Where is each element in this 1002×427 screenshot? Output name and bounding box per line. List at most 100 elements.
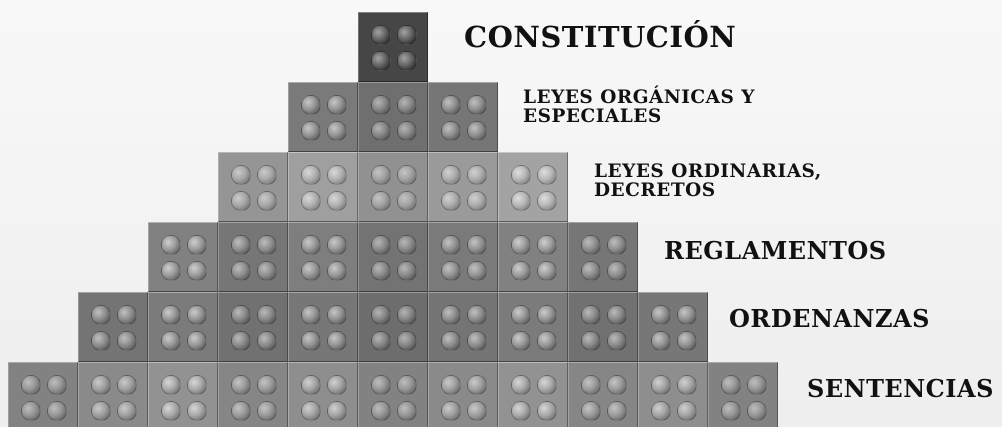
brick-stud xyxy=(187,235,207,255)
brick-stud xyxy=(117,375,137,395)
brick-stud xyxy=(397,25,417,45)
lego-brick xyxy=(78,292,148,362)
brick-stud xyxy=(371,261,391,281)
label-sentencias-line-1: SENTENCIAS xyxy=(807,374,994,403)
brick-stud xyxy=(651,331,671,351)
lego-brick xyxy=(638,292,708,362)
brick-stud xyxy=(161,305,181,325)
brick-stud xyxy=(441,331,461,351)
lego-brick xyxy=(498,362,568,427)
label-leyes-organicas-line-2: ESPECIALES xyxy=(523,106,662,128)
brick-stud xyxy=(257,305,277,325)
brick-stud xyxy=(397,261,417,281)
lego-brick xyxy=(568,292,638,362)
brick-stud xyxy=(91,305,111,325)
brick-stud xyxy=(607,331,627,351)
brick-stud xyxy=(677,375,697,395)
brick-stud xyxy=(117,331,137,351)
brick-stud xyxy=(371,51,391,71)
brick-stud xyxy=(371,375,391,395)
brick-stud xyxy=(161,331,181,351)
lego-brick xyxy=(568,222,638,292)
brick-stud xyxy=(467,95,487,115)
label-leyes-ordinarias: LEYES ORDINARIAS, DECRETOS xyxy=(594,162,822,201)
label-leyes-ordinarias-line-2: DECRETOS xyxy=(594,180,716,202)
brick-stud xyxy=(607,261,627,281)
brick-stud xyxy=(371,95,391,115)
lego-brick xyxy=(218,222,288,292)
brick-stud xyxy=(301,305,321,325)
lego-brick xyxy=(708,362,778,427)
brick-stud xyxy=(441,375,461,395)
brick-stud xyxy=(607,305,627,325)
brick-stud xyxy=(721,375,741,395)
brick-stud xyxy=(21,401,41,421)
brick-stud xyxy=(371,235,391,255)
brick-stud xyxy=(301,235,321,255)
lego-brick xyxy=(498,152,568,222)
brick-stud xyxy=(231,305,251,325)
lego-brick xyxy=(218,292,288,362)
brick-stud xyxy=(257,165,277,185)
pyramid-tier xyxy=(8,362,778,427)
label-leyes-organicas: LEYES ORGÁNICAS Y ESPECIALES xyxy=(523,88,755,127)
brick-stud xyxy=(441,401,461,421)
brick-stud xyxy=(511,375,531,395)
brick-stud xyxy=(581,375,601,395)
brick-stud xyxy=(607,375,627,395)
label-leyes-ordinarias-line-1: LEYES ORDINARIAS, xyxy=(594,161,822,182)
brick-stud xyxy=(651,401,671,421)
brick-stud xyxy=(537,261,557,281)
brick-stud xyxy=(537,375,557,395)
brick-stud xyxy=(327,375,347,395)
brick-stud xyxy=(91,401,111,421)
label-reglamentos: REGLAMENTOS xyxy=(664,238,887,263)
brick-stud xyxy=(511,331,531,351)
brick-stud xyxy=(327,401,347,421)
brick-stud xyxy=(677,305,697,325)
brick-stud xyxy=(327,95,347,115)
brick-stud xyxy=(301,121,321,141)
brick-stud xyxy=(161,375,181,395)
brick-stud xyxy=(161,235,181,255)
label-reglamentos-line-1: REGLAMENTOS xyxy=(664,236,887,265)
brick-stud xyxy=(721,401,741,421)
brick-stud xyxy=(117,401,137,421)
brick-stud xyxy=(257,261,277,281)
brick-stud xyxy=(231,261,251,281)
brick-stud xyxy=(581,261,601,281)
brick-stud xyxy=(187,375,207,395)
lego-brick xyxy=(148,222,218,292)
brick-stud xyxy=(327,191,347,211)
brick-stud xyxy=(581,401,601,421)
brick-stud xyxy=(537,331,557,351)
brick-stud xyxy=(677,401,697,421)
brick-stud xyxy=(301,261,321,281)
brick-stud xyxy=(467,305,487,325)
brick-stud xyxy=(581,331,601,351)
brick-stud xyxy=(187,305,207,325)
brick-stud xyxy=(21,375,41,395)
lego-brick xyxy=(218,152,288,222)
brick-stud xyxy=(301,375,321,395)
brick-stud xyxy=(467,191,487,211)
brick-stud xyxy=(441,95,461,115)
label-sentencias: SENTENCIAS xyxy=(807,376,994,401)
lego-brick xyxy=(358,222,428,292)
brick-stud xyxy=(371,25,391,45)
pyramid-tier xyxy=(148,222,638,292)
brick-stud xyxy=(467,401,487,421)
brick-stud xyxy=(441,121,461,141)
pyramid-tier xyxy=(358,12,428,82)
brick-stud xyxy=(231,235,251,255)
brick-stud xyxy=(511,191,531,211)
brick-stud xyxy=(371,401,391,421)
brick-stud xyxy=(231,375,251,395)
brick-stud xyxy=(371,191,391,211)
lego-brick xyxy=(358,82,428,152)
lego-brick xyxy=(288,222,358,292)
lego-brick xyxy=(148,362,218,427)
brick-stud xyxy=(441,261,461,281)
lego-brick xyxy=(498,292,568,362)
brick-stud xyxy=(537,191,557,211)
